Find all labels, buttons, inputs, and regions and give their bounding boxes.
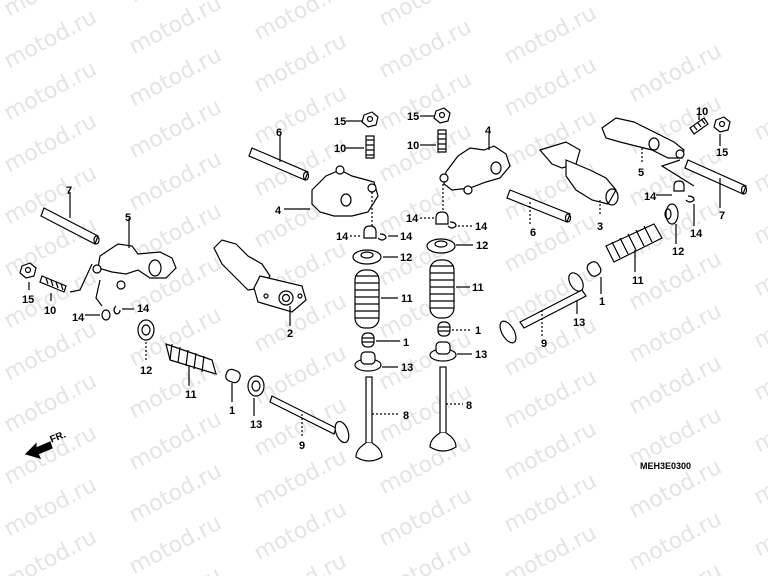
part-callout-1: 1 bbox=[403, 337, 410, 349]
seal-1-c2 bbox=[437, 321, 451, 337]
part-callout-1: 1 bbox=[475, 325, 482, 337]
part-callout-12: 12 bbox=[672, 246, 685, 258]
camshaft-3 bbox=[538, 141, 619, 216]
valve-9-left bbox=[269, 395, 350, 444]
part-callout-15: 15 bbox=[407, 111, 420, 123]
part-callout-14: 14 bbox=[644, 191, 657, 203]
part-callout-8: 8 bbox=[403, 410, 410, 422]
retainer-12-c1 bbox=[352, 249, 382, 265]
part-callout-14: 14 bbox=[336, 231, 349, 243]
part-callout-11: 11 bbox=[632, 275, 644, 287]
retainer-12-right bbox=[664, 203, 679, 225]
part-callout-2: 2 bbox=[287, 328, 294, 340]
lock-nut-15-left bbox=[19, 262, 37, 279]
rocker-shaft-7-left bbox=[40, 192, 100, 245]
adjust-screw-10-c1 bbox=[365, 135, 375, 159]
part-callout-1: 1 bbox=[599, 296, 606, 308]
part-callout-15: 15 bbox=[716, 147, 729, 159]
part-callout-14: 14 bbox=[690, 228, 703, 240]
lock-nut-15-c2 bbox=[433, 107, 451, 124]
seal-1-right bbox=[586, 261, 602, 277]
part-callout-14: 14 bbox=[406, 213, 419, 225]
part-callout-4: 4 bbox=[485, 125, 492, 137]
part-callout-3: 3 bbox=[597, 221, 604, 233]
spring-11-c1 bbox=[354, 269, 380, 329]
part-callout-11: 11 bbox=[401, 293, 413, 305]
cotters-14-c1 bbox=[363, 225, 387, 241]
part-callout-15: 15 bbox=[334, 116, 347, 128]
part-callout-10: 10 bbox=[44, 305, 57, 317]
part-callout-13: 13 bbox=[573, 317, 586, 329]
part-callout-10: 10 bbox=[407, 140, 420, 152]
part-callout-15: 15 bbox=[22, 294, 35, 306]
seal-1-left bbox=[225, 368, 241, 384]
part-callout-14: 14 bbox=[137, 303, 150, 315]
part-callout-13: 13 bbox=[401, 362, 414, 374]
lock-nut-15-c1 bbox=[361, 111, 379, 128]
adjust-screw-10-right bbox=[689, 117, 709, 135]
part-callout-10: 10 bbox=[696, 106, 709, 118]
part-callout-4: 4 bbox=[275, 205, 282, 217]
rocker-arm-4-right bbox=[439, 134, 511, 195]
valve-9-right bbox=[499, 289, 587, 344]
seat-13-c2 bbox=[429, 341, 457, 362]
camshaft-2 bbox=[213, 239, 307, 326]
part-callout-12: 12 bbox=[400, 252, 413, 264]
part-callout-9: 9 bbox=[299, 440, 306, 452]
diagram-code: MEH3E0300 bbox=[640, 461, 692, 471]
part-callout-6: 6 bbox=[276, 127, 283, 139]
lock-nut-15-right bbox=[713, 116, 731, 133]
part-callout-9: 9 bbox=[541, 338, 548, 350]
part-callout-13: 13 bbox=[475, 349, 488, 361]
part-callout-1: 1 bbox=[229, 405, 236, 417]
part-callout-11: 11 bbox=[185, 389, 197, 401]
cotters-14-right bbox=[673, 180, 695, 203]
part-callout-7: 7 bbox=[719, 210, 726, 222]
part-callout-12: 12 bbox=[476, 240, 489, 252]
seal-1-c1 bbox=[361, 332, 375, 348]
part-callout-6: 6 bbox=[530, 227, 537, 239]
seat-13-right bbox=[568, 272, 584, 292]
part-callout-10: 10 bbox=[334, 143, 347, 155]
spring-11-c2 bbox=[429, 259, 455, 319]
rocker-arm-5-left bbox=[92, 218, 177, 290]
seat-13-left bbox=[247, 375, 265, 397]
part-callout-5: 5 bbox=[638, 167, 645, 179]
retainer-12-c2 bbox=[426, 238, 456, 254]
cotters-14-c2 bbox=[435, 211, 457, 229]
retainer-12-left bbox=[137, 319, 155, 341]
rocker-arm-4-left bbox=[284, 165, 379, 217]
adjust-screw-10-c2 bbox=[437, 129, 447, 153]
cotters-14-left bbox=[101, 305, 121, 321]
rocker-arm-5-right bbox=[601, 117, 685, 164]
part-callout-5: 5 bbox=[125, 212, 132, 224]
rocker-shaft-6-right bbox=[506, 189, 572, 224]
front-direction-arrow-icon bbox=[24, 441, 53, 459]
adjust-screw-10-left bbox=[39, 275, 67, 293]
part-callout-8: 8 bbox=[466, 400, 473, 412]
spring-11-left bbox=[165, 343, 217, 375]
part-callout-7: 7 bbox=[66, 185, 73, 197]
part-callout-13: 13 bbox=[250, 419, 263, 431]
part-callout-14: 14 bbox=[72, 312, 85, 324]
part-callout-14: 14 bbox=[400, 231, 413, 243]
part-callout-11: 11 bbox=[472, 282, 484, 294]
part-callout-12: 12 bbox=[140, 365, 153, 377]
valve-8-c1 bbox=[355, 376, 400, 462]
valve-8-c2 bbox=[429, 366, 463, 452]
part-callout-14: 14 bbox=[475, 221, 488, 233]
spring-11-right bbox=[605, 223, 663, 272]
rocker-shaft-6-left bbox=[248, 135, 310, 181]
rocker-shaft-7-right bbox=[684, 159, 748, 208]
seat-13-c1 bbox=[354, 351, 382, 372]
